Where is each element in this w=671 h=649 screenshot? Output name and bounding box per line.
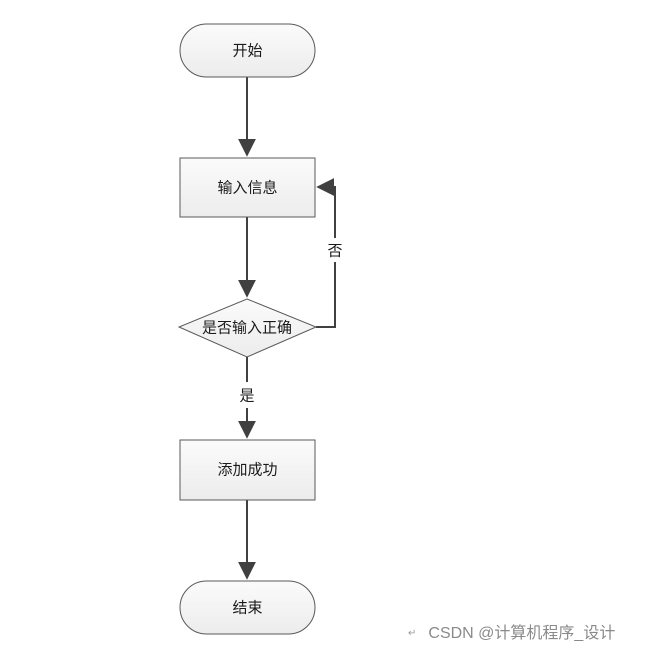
- watermark-text: CSDN @计算机程序_设计: [428, 625, 616, 642]
- decision-node: 是否输入正确: [177, 298, 318, 358]
- success-node: 添加成功: [179, 439, 316, 501]
- no-label-backdrop: [325, 238, 345, 262]
- paragraph-mark-icon: ↵: [408, 628, 417, 640]
- input-node-label: 输入信息: [217, 179, 277, 197]
- edge-label-yes: 是: [239, 387, 254, 405]
- input-node: 输入信息: [179, 157, 316, 218]
- success-node-label: 添加成功: [217, 461, 277, 479]
- edge-label-no: 否: [327, 242, 342, 260]
- end-node: 结束: [179, 580, 316, 635]
- end-node-label: 结束: [232, 599, 262, 617]
- csdn-watermark: ↵ CSDN @计算机程序_设计: [408, 619, 615, 643]
- success-node-shape: [179, 439, 316, 501]
- start-node-shape: [179, 23, 316, 78]
- decision-node-label: 是否输入正确: [202, 319, 292, 337]
- decision-node-shape: [177, 298, 318, 358]
- start-node: 开始: [179, 23, 316, 78]
- input-node-shape: [179, 157, 316, 218]
- start-node-label: 开始: [232, 42, 262, 60]
- end-node-shape: [179, 580, 316, 635]
